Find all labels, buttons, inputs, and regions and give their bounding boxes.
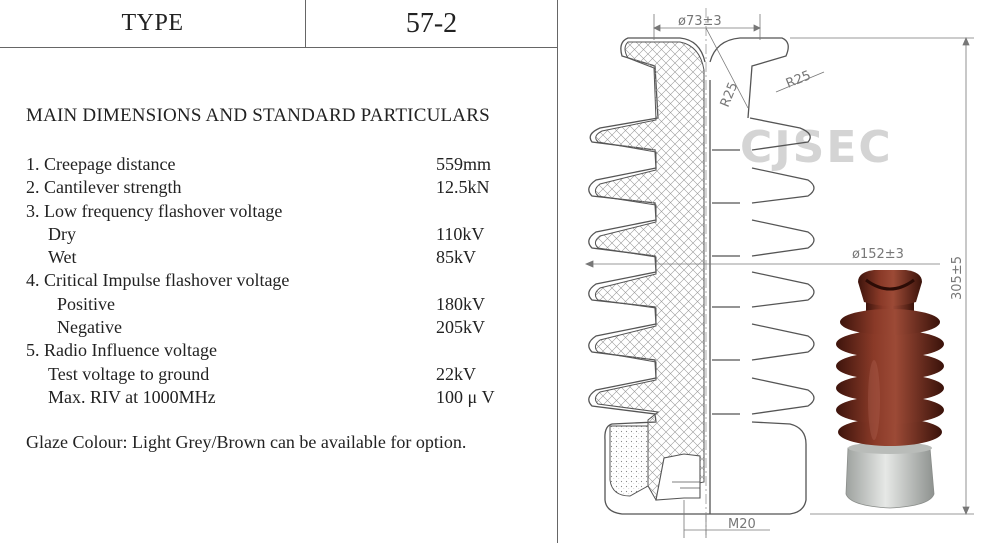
spec-label: 1. Creepage distance (26, 154, 176, 174)
spec-row-max-riv: Max. RIV at 1000MHz 100 μ V (26, 386, 546, 409)
type-value: 57-2 (405, 7, 458, 39)
spec-label: 3. Low frequency flashover voltage (26, 200, 283, 221)
spec-value: 12.5kN (436, 177, 490, 198)
dim-shed-diameter (584, 260, 940, 268)
spec-value: 180kV (436, 293, 485, 314)
logo-watermark: CJSEC (740, 122, 893, 173)
type-header-row: TYPE 57-2 (0, 0, 557, 48)
spec-value: 85kV (436, 247, 476, 268)
spec-row-impulse: 4. Critical Impulse flashover voltage (26, 269, 546, 292)
spec-row-radio-influence: 5. Radio Influence voltage (26, 339, 546, 362)
spec-row-dry: Dry 110kV (26, 223, 546, 246)
insulator-photo (836, 270, 944, 509)
spec-value: 110kV (436, 223, 485, 244)
spec-value: 559mm (436, 154, 492, 174)
metal-cap (655, 453, 701, 501)
spec-label: Negative (57, 317, 122, 338)
spec-value: 100 μ V (436, 386, 495, 407)
dim-height (790, 36, 974, 516)
type-label: TYPE (0, 0, 306, 47)
spec-row-wet: Wet 85kV (26, 246, 546, 269)
glaze-note: Glaze Colour: Light Grey/Brown can be av… (26, 432, 467, 452)
insulator-outline (588, 37, 815, 515)
spec-row-negative: Negative 205kV (26, 316, 546, 339)
spec-label: Dry (48, 223, 76, 244)
spec-label: 2. Cantilever strength (26, 177, 182, 198)
spec-label: Max. RIV at 1000MHz (48, 386, 216, 407)
spec-value: 22kV (436, 363, 476, 384)
dim-top-diameter (653, 14, 761, 40)
dim-shed-diameter-text: ø152±3 (852, 247, 904, 262)
cement-base (609, 425, 649, 497)
spec-label: 5. Radio Influence voltage (26, 340, 217, 361)
spec-row-creepage: 1. Creepage distance 559mm (26, 153, 546, 176)
dim-height-text: 305±5 (950, 256, 965, 300)
spec-list: 1. Creepage distance 559mm 2. Cantilever… (26, 153, 546, 409)
spec-row-cantilever: 2. Cantilever strength 12.5kN (26, 176, 546, 199)
dim-thread (683, 500, 770, 538)
spec-label: Positive (57, 293, 116, 314)
dim-r25-inner-text: R25 (718, 80, 741, 109)
spec-row-low-frequency: 3. Low frequency flashover voltage (26, 200, 546, 223)
section-title: MAIN DIMENSIONS AND STANDARD PARTICULARS (26, 105, 490, 126)
dim-r25-outer-text: R25 (784, 68, 813, 91)
spec-label: Wet (48, 247, 77, 268)
spec-row-positive: Positive 180kV (26, 293, 546, 316)
dim-top-diameter-text: ø73±3 (678, 14, 722, 29)
dim-thread-text: M20 (728, 517, 756, 532)
spec-label: Test voltage to ground (48, 363, 210, 384)
specification-panel: TYPE 57-2 MAIN DIMENSIONS AND STANDARD P… (0, 0, 558, 543)
spec-row-test-voltage: Test voltage to ground 22kV (26, 363, 546, 386)
insulator-drawing: CJSEC (558, 0, 1000, 543)
spec-label: 4. Critical Impulse flashover voltage (26, 270, 290, 291)
spec-value: 205kV (436, 317, 485, 338)
